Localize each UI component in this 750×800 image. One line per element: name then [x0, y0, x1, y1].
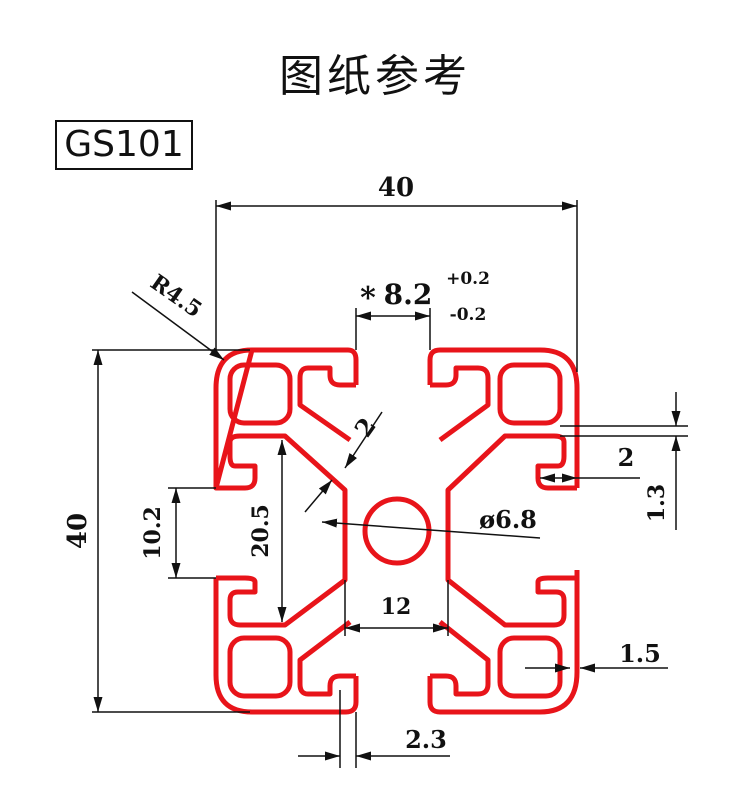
dim-height: 40 — [63, 513, 93, 549]
outer-contour — [213, 347, 580, 715]
page-title: 图纸参考 — [279, 51, 471, 102]
dim-slot-prefix: * — [360, 281, 376, 316]
dim-slot-tol-minus: -0.2 — [450, 305, 487, 325]
dimension-lines — [92, 200, 688, 768]
dim-wall: 2 — [348, 412, 381, 442]
dim-core-12: 12 — [381, 594, 412, 620]
corner-pocket-br — [497, 635, 563, 699]
dim-slot-2-3: 2.3 — [405, 725, 447, 754]
dim-side-1-3: 1.3 — [644, 484, 670, 522]
dim-hole-dia: ø6.8 — [479, 505, 537, 534]
dim-side-2: 2 — [618, 443, 635, 472]
dim-wall-1-5: 1.5 — [619, 639, 661, 668]
model-label: GS101 — [55, 120, 193, 170]
dim-inner-10-2: 10.2 — [140, 506, 166, 560]
dim-width: 40 — [378, 173, 414, 203]
center-hole — [362, 496, 432, 566]
profile-outline — [213, 347, 580, 715]
dim-slot-tol-plus: +0.2 — [446, 269, 490, 289]
corner-pocket-bl — [227, 635, 293, 699]
corner-pocket-tl — [227, 362, 293, 426]
corner-pocket-tr — [497, 362, 563, 426]
dim-slot-width: 8.2 — [384, 278, 433, 311]
dim-inner-20-5: 20.5 — [248, 504, 274, 558]
dim-radius: R4.5 — [145, 269, 206, 323]
